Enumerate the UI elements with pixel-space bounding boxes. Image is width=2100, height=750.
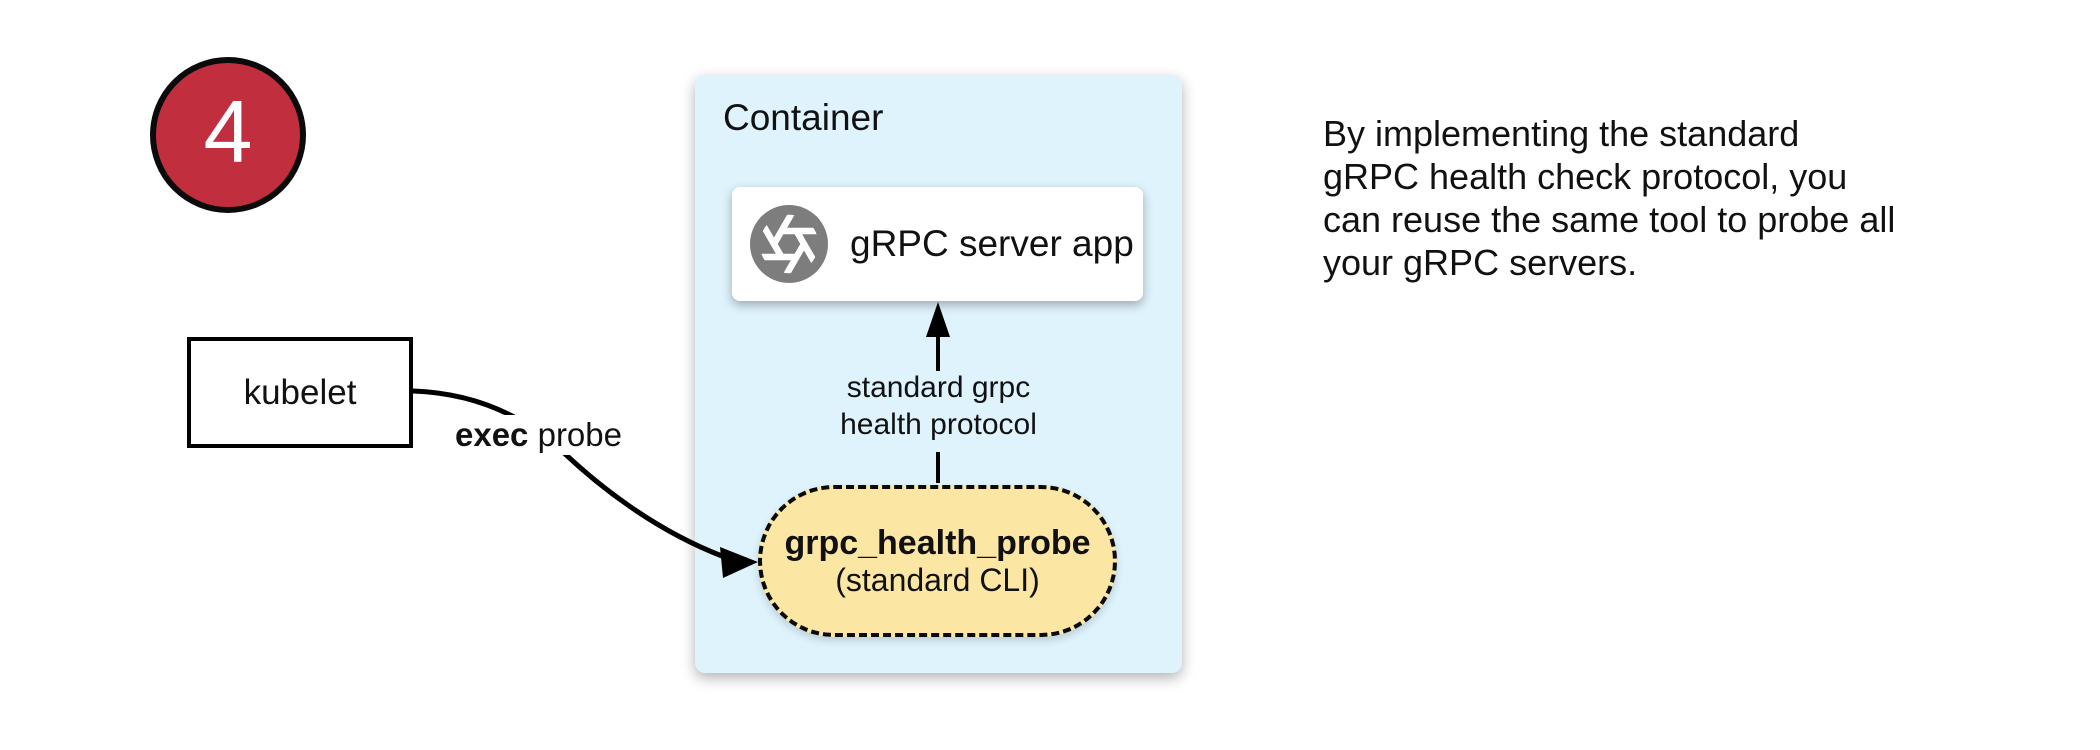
step-number: 4 <box>203 82 253 181</box>
step-badge: 4 <box>150 57 306 213</box>
note-line-1: By implementing the standard <box>1323 113 1800 154</box>
exec-probe-rest: probe <box>528 416 622 453</box>
container-box: Container gRPC server app standard <box>695 75 1182 673</box>
protocol-label: standard grpc health protocol <box>695 369 1182 443</box>
exec-probe-bold: exec <box>455 416 529 453</box>
note-line-4: your gRPC servers. <box>1323 242 1638 283</box>
grpc-server-app-label: gRPC server app <box>850 223 1134 264</box>
note-line-3: can reuse the same tool to probe all <box>1323 199 1896 240</box>
protocol-label-line2: health protocol <box>840 408 1037 441</box>
probe-subtitle: (standard CLI) <box>835 562 1040 598</box>
aperture-icon <box>750 205 828 283</box>
protocol-label-line1: standard grpc <box>846 371 1031 404</box>
kubelet-box: kubelet <box>187 337 413 448</box>
note-text: By implementing the standard gRPC health… <box>1323 112 1895 284</box>
grpc-server-app-box: gRPC server app <box>732 187 1143 301</box>
exec-probe-label: exec probe <box>450 415 627 455</box>
note-line-2: gRPC health check protocol, you <box>1323 156 1848 197</box>
probe-name: grpc_health_probe <box>784 524 1091 562</box>
grpc-health-probe-pill: grpc_health_probe (standard CLI) <box>758 485 1117 637</box>
container-title: Container <box>723 97 884 138</box>
kubelet-label: kubelet <box>243 372 357 412</box>
